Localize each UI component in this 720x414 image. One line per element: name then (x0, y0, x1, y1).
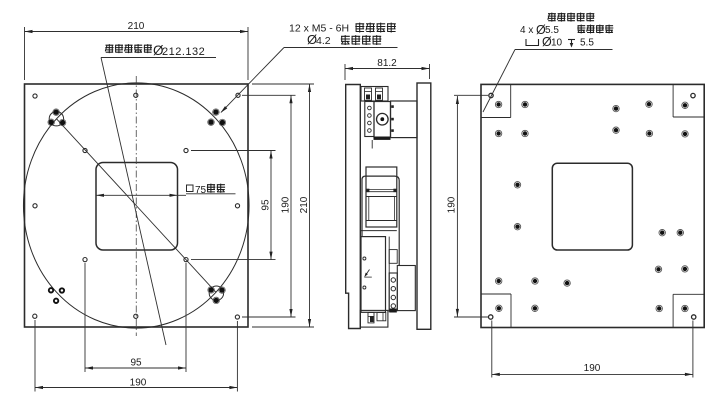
svg-text:190: 190 (130, 378, 147, 389)
svg-text:12 x M5 - 6H: 12 x M5 - 6H (289, 23, 349, 35)
svg-text:81.2: 81.2 (377, 58, 397, 69)
svg-text:Ø: Ø (307, 32, 317, 47)
svg-text:Ø: Ø (536, 23, 546, 37)
svg-text:75: 75 (195, 185, 207, 196)
svg-text:Ø: Ø (153, 43, 164, 58)
svg-text:210: 210 (128, 21, 145, 32)
svg-text:5.5: 5.5 (580, 38, 594, 49)
svg-text:190: 190 (447, 196, 458, 213)
svg-text:10: 10 (551, 38, 563, 49)
svg-text:5.5: 5.5 (545, 25, 559, 36)
svg-text:212.132: 212.132 (162, 46, 205, 58)
svg-text:190: 190 (584, 363, 601, 374)
svg-text:4 x: 4 x (520, 25, 533, 36)
svg-text:95: 95 (130, 358, 142, 369)
svg-text:4.2: 4.2 (316, 35, 331, 47)
svg-text:190: 190 (281, 196, 292, 213)
svg-text:95: 95 (261, 199, 272, 211)
svg-text:210: 210 (299, 196, 310, 213)
svg-text:Ø: Ø (542, 35, 552, 49)
